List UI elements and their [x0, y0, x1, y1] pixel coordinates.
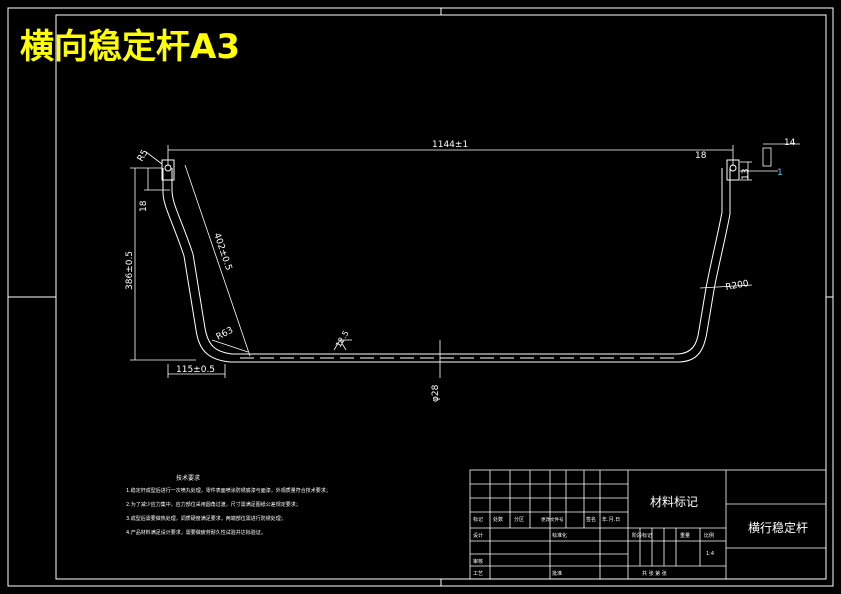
- stage-header-mark: 阶段标记: [632, 532, 652, 539]
- notes-title: 技术要求: [176, 474, 200, 482]
- row-standard: 标准化: [552, 532, 567, 539]
- drawing-title: 横向稳定杆A3: [20, 27, 240, 67]
- row-process: 工艺: [473, 571, 483, 577]
- drawing-frame: [7, 7, 834, 587]
- note-line: 2.为了减少应力集中，应力部位采用圆角过渡，尺寸需满足图纸公差规定要求；: [126, 501, 301, 508]
- dim-end-width: 14: [784, 138, 796, 148]
- dim-end-offset: 18: [695, 151, 707, 161]
- stage-header-weight: 重量: [680, 532, 690, 539]
- note-line: 4.产品材料满足设计要求，需要做疲劳耐久性试验并达标验证。: [126, 529, 266, 536]
- dim-left-top: 18: [139, 200, 149, 212]
- dim-overall-length: 1144±1: [432, 140, 468, 150]
- sheet-info: 共 张 第 张: [642, 570, 667, 577]
- title-block: [469, 469, 827, 580]
- rev-header-mark: 标记: [473, 516, 483, 523]
- row-approve: 批准: [552, 570, 562, 577]
- note-line: 3.成型后需要做热处理，调质硬度满足要求，两端部位需进行防锈处理；: [126, 515, 286, 522]
- stage-header-scale: 比例: [704, 532, 714, 539]
- rev-header-sign: 签名: [586, 516, 596, 523]
- row-review: 审核: [473, 558, 483, 565]
- dimension-lines: [130, 143, 800, 378]
- dim-radius-large: R200: [725, 279, 750, 293]
- rev-header-date: 年.月.日: [602, 516, 620, 523]
- scale-value: 1:4: [706, 551, 714, 557]
- dim-end-height: 13: [741, 169, 751, 180]
- part-name: 横行稳定杆: [748, 520, 808, 535]
- row-design: 设计: [473, 532, 483, 539]
- note-line: 1.稳定杆成型后进行一次喷丸处理，零件表面喷涂防锈底漆与面漆，外观质量符合技术要…: [126, 487, 331, 494]
- rev-header-doc: 更改文件号: [541, 516, 564, 523]
- rev-header-zone: 分区: [514, 516, 524, 523]
- dim-top-radius: R5: [136, 148, 151, 163]
- technical-notes: 技术要求 1.稳定杆成型后进行一次喷丸处理，零件表面喷涂防锈底漆与面漆，外观质量…: [126, 474, 331, 536]
- rev-header-count: 处数: [493, 516, 503, 523]
- dim-left-flat: 115±0.5: [176, 365, 215, 375]
- dim-radius-small: R63: [215, 326, 235, 343]
- dim-left-height: 386±0.5: [125, 251, 135, 290]
- section-marker: 1: [777, 168, 783, 178]
- dim-diameter: φ28: [431, 384, 441, 402]
- material-label: 材料标记: [650, 495, 698, 509]
- dim-roughness: 12.5: [334, 329, 351, 349]
- stabilizer-bar-outline: [161, 159, 740, 363]
